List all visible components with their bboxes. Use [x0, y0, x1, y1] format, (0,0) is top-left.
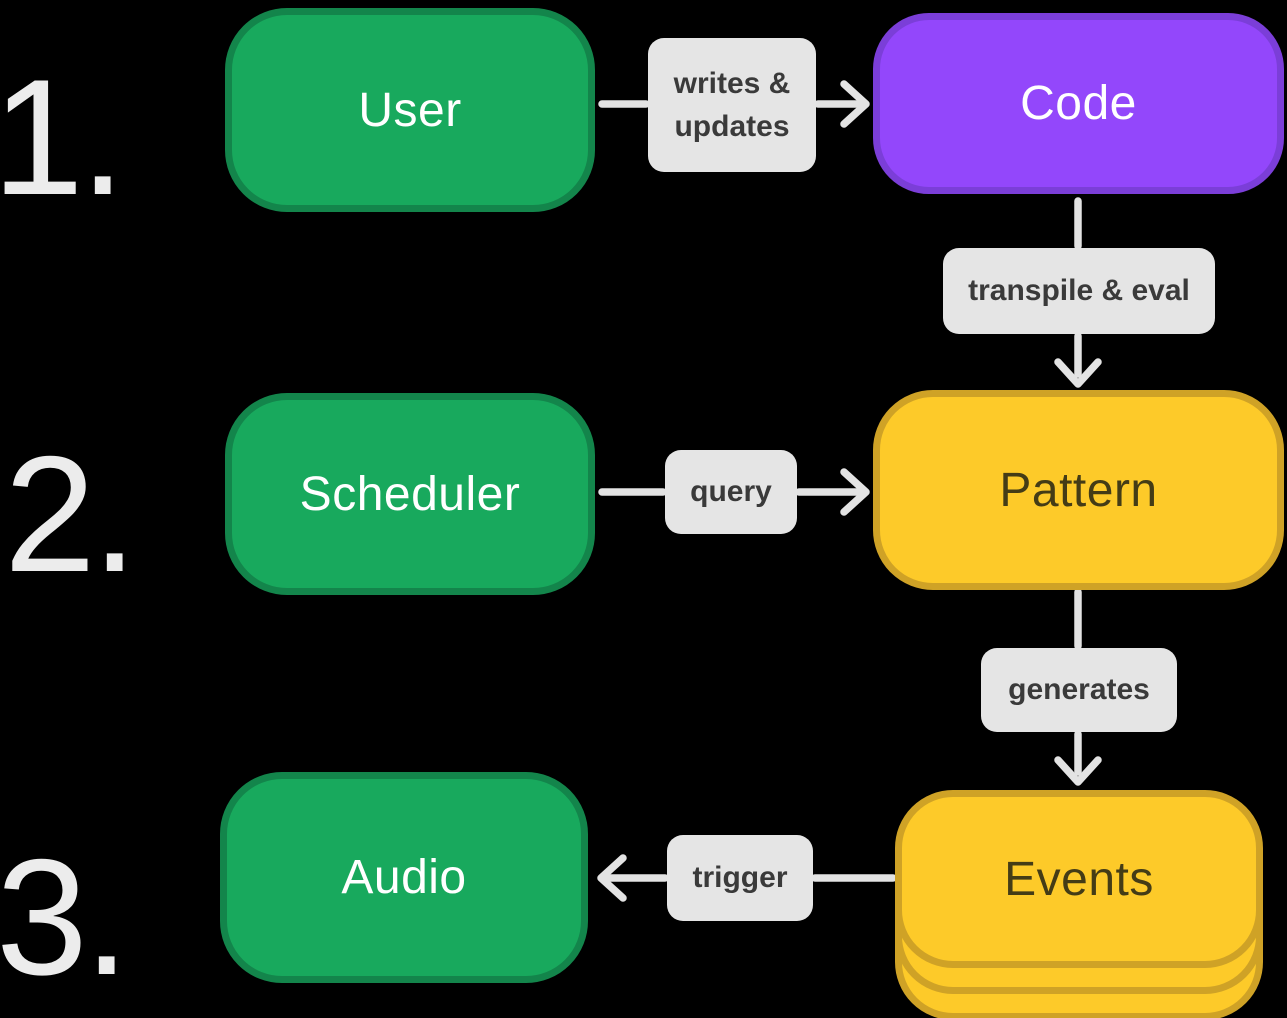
node-audio-label: Audio — [341, 851, 467, 904]
node-pattern: Pattern — [873, 390, 1284, 590]
node-events: Events — [895, 790, 1263, 968]
arrow-scheduler-to-pattern — [598, 468, 870, 516]
arrow-code-to-pattern — [1054, 197, 1102, 388]
node-scheduler-label: Scheduler — [299, 467, 521, 521]
node-code: Code — [873, 13, 1284, 194]
edge-label-query: query — [665, 450, 797, 534]
arrow-events-to-audio — [597, 854, 897, 902]
node-events-label: Events — [1004, 852, 1154, 906]
step-number-1: 1. — [0, 45, 126, 229]
node-code-label: Code — [1020, 77, 1137, 130]
edge-label-transpile-text: transpile & eval — [968, 274, 1190, 308]
arrow-user-to-code — [598, 80, 870, 128]
arrow-pattern-to-events — [1054, 588, 1102, 786]
node-audio: Audio — [220, 772, 588, 983]
step-number-3: 3. — [0, 825, 130, 1009]
edge-label-trigger-text: trigger — [692, 861, 788, 895]
edge-label-generates-text: generates — [1008, 673, 1150, 707]
edge-label-generates: generates — [981, 648, 1177, 732]
edge-label-writes-line2: updates — [674, 110, 790, 143]
node-pattern-label: Pattern — [999, 463, 1158, 517]
node-scheduler: Scheduler — [225, 393, 595, 595]
edge-label-query-text: query — [690, 475, 772, 509]
step-number-2: 2. — [4, 422, 138, 606]
edge-label-writes-line1: writes & — [673, 66, 791, 100]
node-user: User — [225, 8, 595, 212]
node-user-label: User — [358, 83, 462, 137]
edge-label-trigger: trigger — [667, 835, 813, 921]
edge-label-transpile-eval: transpile & eval — [943, 248, 1215, 334]
edge-label-writes-updates: writes & updates — [648, 38, 816, 172]
